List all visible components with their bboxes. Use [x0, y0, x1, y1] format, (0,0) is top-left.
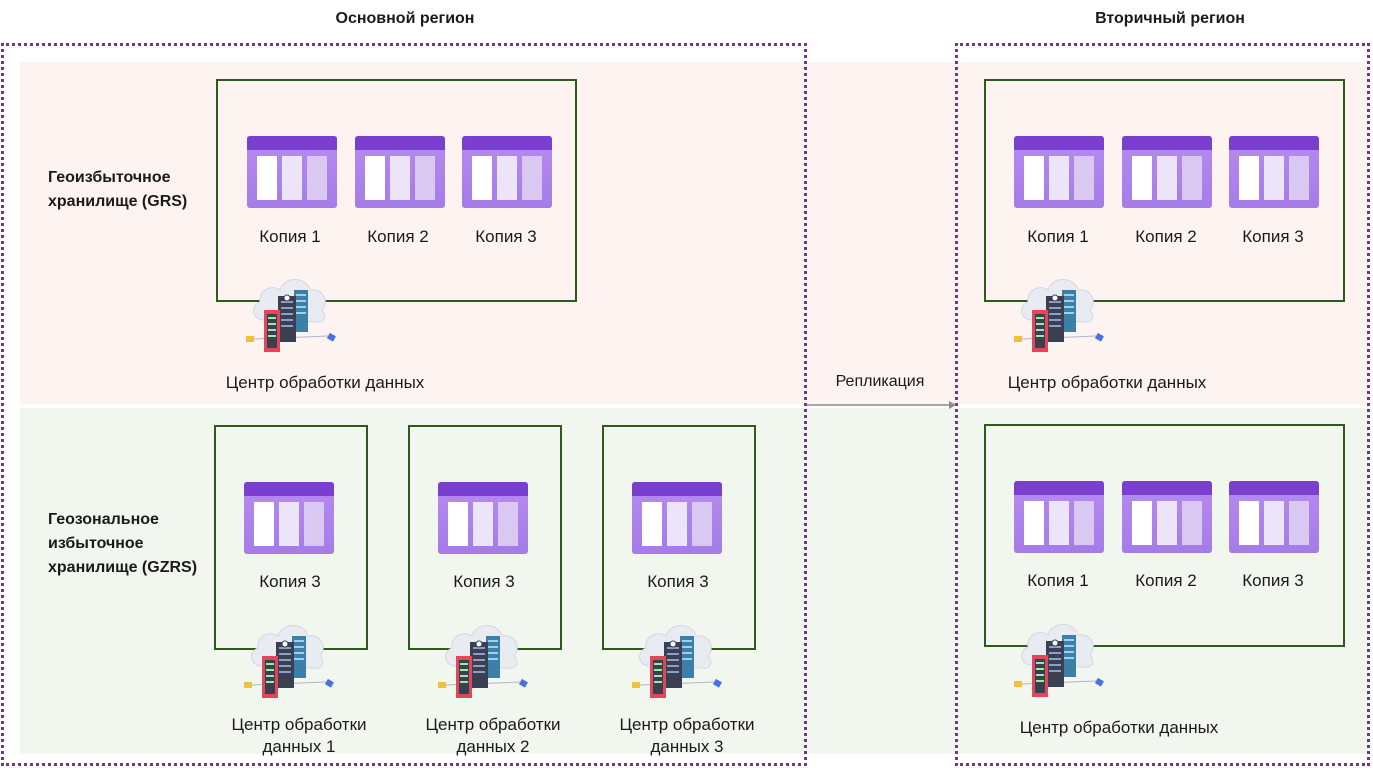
storage-blob-icon: [632, 482, 722, 554]
grs-row-band: [20, 62, 1371, 404]
storage-blob-icon: [1122, 136, 1212, 208]
copy-label: Копия 1: [1027, 571, 1089, 590]
datacenter-icon: [242, 610, 334, 702]
datacenter-icon: [630, 610, 722, 702]
grs-secondary-datacenter-box: [984, 79, 1345, 302]
grs-primary-datacenter-box: [216, 79, 577, 302]
gzrs-secondary-datacenter-box: [984, 424, 1345, 647]
primary-region-title: Основной регион: [335, 10, 475, 27]
storage-blob-icon: [1014, 481, 1104, 553]
storage-blob-icon: [1014, 136, 1104, 208]
storage-blob-icon: [1229, 136, 1319, 208]
grs-row-label: Геоизбыточное хранилище (GRS): [48, 169, 188, 210]
datacenter-icon: [1012, 264, 1104, 356]
copy-label: Копия 3: [259, 572, 321, 591]
datacenter-label: Центр обработки данных 3: [619, 715, 755, 756]
datacenter-label: Центр обработки данных 2: [425, 715, 561, 756]
storage-blob-icon: [1122, 481, 1212, 553]
secondary-region-title: Вторичный регион: [1095, 10, 1245, 27]
copy-label: Копия 1: [1027, 227, 1089, 246]
copy-label: Копия 2: [1135, 571, 1197, 590]
storage-blob-icon: [244, 482, 334, 554]
copy-label: Копия 3: [1242, 227, 1304, 246]
copy-label: Копия 1: [259, 227, 321, 246]
copy-label: Копия 3: [647, 572, 709, 591]
copy-label: Копия 3: [453, 572, 515, 591]
datacenter-label: Центр обработки данных: [225, 373, 425, 392]
datacenter-icon: [436, 610, 528, 702]
secondary-region-box: [955, 43, 1370, 766]
storage-blob-icon: [247, 136, 337, 208]
datacenter-label: Центр обработки данных: [1019, 718, 1219, 737]
gzrs-row-label: Геозональное избыточное хранилище (GZRS): [48, 511, 198, 576]
datacenter-label: Центр обработки данных 1: [231, 715, 367, 756]
storage-blob-icon: [462, 136, 552, 208]
replication-label: Репликация: [835, 373, 925, 390]
datacenter-icon: [244, 264, 336, 356]
copy-label: Копия 2: [367, 227, 429, 246]
copy-label: Копия 2: [1135, 227, 1197, 246]
datacenter-icon: [1012, 609, 1104, 701]
storage-blob-icon: [438, 482, 528, 554]
gzrs-row-band: [20, 408, 1371, 754]
storage-blob-icon: [355, 136, 445, 208]
copy-label: Копия 3: [1242, 571, 1304, 590]
copy-label: Копия 3: [475, 227, 537, 246]
datacenter-label: Центр обработки данных: [1007, 373, 1207, 392]
replication-arrow: [807, 401, 956, 409]
storage-blob-icon: [1229, 481, 1319, 553]
primary-region-box: [1, 43, 807, 766]
